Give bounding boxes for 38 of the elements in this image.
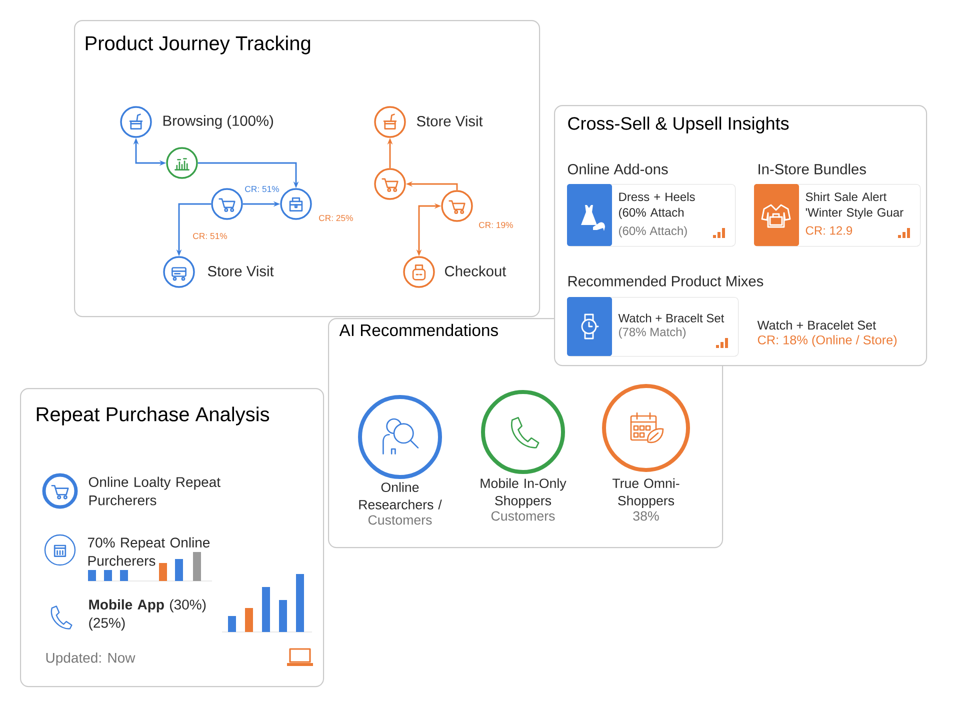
section-heading: In-Store Bundles: [758, 164, 866, 174]
cart-icon: [211, 188, 243, 220]
node-label: Online Researchers /: [359, 482, 442, 510]
rate-label: CR: 25%: [319, 214, 353, 222]
node-label: Mobile In-Only Shoppers: [480, 478, 566, 508]
panel-title: Cross-Sell & Upsell Insights: [568, 116, 789, 134]
panel-title: Repeat Purchase Analysis: [36, 406, 270, 426]
section-heading: Online Add-ons: [568, 164, 668, 174]
node-label: Checkout: [445, 266, 506, 276]
node-label: 38%: [633, 511, 659, 521]
node-label: True Omni-Shoppers: [612, 478, 680, 508]
status-text: Updated: Now: [46, 652, 136, 666]
label-text: Mobile App (30%) (25%): [89, 599, 206, 631]
stat-text: CR: 18% (Online / Store): [758, 335, 897, 347]
node-label: 70% Repeat Online Purcherers: [88, 537, 210, 566]
panel-title: Product Journey Tracking: [86, 36, 310, 54]
card-text: Watch + Bracelt Set: [618, 314, 724, 322]
card-text: Dress + Heels (60% Attach: [619, 192, 695, 220]
label-text: Watch + Bracelet Set: [757, 320, 876, 330]
rate-label: CR: 19%: [479, 222, 513, 228]
node-label: Customers: [368, 515, 432, 525]
node-label: Online Loalty Repeat Purcherers: [88, 476, 220, 506]
section-heading: Recommended Product Mixes: [568, 276, 764, 286]
edge-label: CR: 51%: [191, 232, 229, 240]
node-label: Browsing (100%): [163, 115, 273, 129]
node-label: Store Visit: [208, 266, 274, 276]
card-text: Shirt Sale Alert 'Winter Style Guar: [806, 192, 904, 220]
node-label: Customers: [491, 511, 555, 521]
bag-icon: [280, 188, 312, 220]
edge-label: CR: 51%: [243, 184, 281, 194]
chart-icon: [166, 147, 198, 179]
stat-text: (78% Match): [619, 327, 686, 339]
panel-title: AI Recommendations: [339, 324, 498, 336]
cart-icon: [441, 190, 473, 222]
cart-icon: [374, 168, 406, 200]
stat-text: CR: 12.9: [806, 226, 852, 235]
stat-text: (60% Attach): [619, 226, 687, 238]
node-label: Store Visit: [416, 116, 483, 126]
